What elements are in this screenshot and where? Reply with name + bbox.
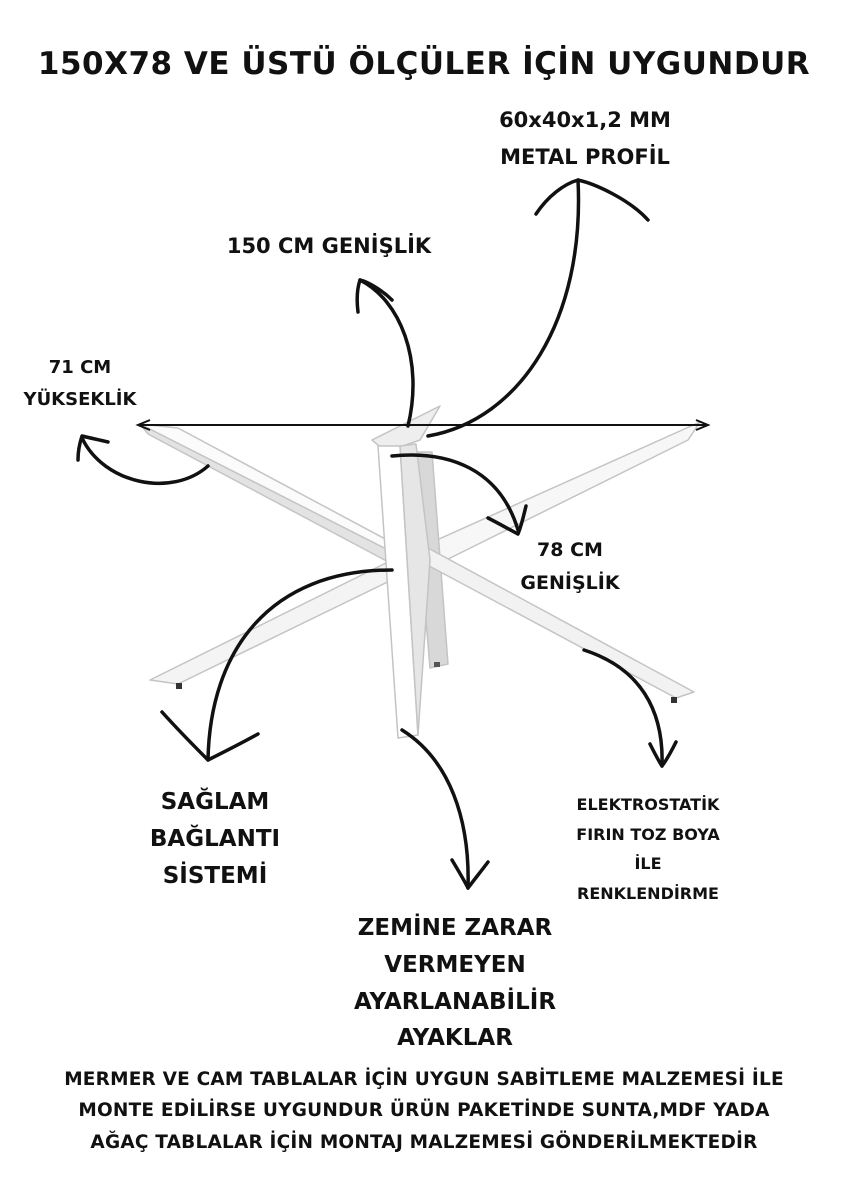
arrow-feet (400, 728, 470, 890)
arrow-71 (80, 436, 210, 486)
width-78-label: 78 CM GENİŞLİK (520, 539, 620, 595)
footer-line: MERMER VE CAM TABLALAR İÇİN UYGUN SABİTL… (64, 1069, 784, 1090)
page-title: 150X78 VE ÜSTÜ ÖLÇÜLER İÇİN UYGUNDUR (37, 46, 811, 82)
spider-table-base (139, 405, 701, 739)
arrowhead-feet (450, 858, 490, 890)
foot-left (176, 683, 182, 689)
leg-front-left (149, 555, 409, 685)
profile-label: 60x40x1,2 MM METAL PROFİL (499, 108, 671, 169)
arrowhead-78 (486, 504, 528, 536)
arrow-profile (426, 178, 581, 438)
arrow-78 (390, 453, 520, 532)
arrowhead-profile (534, 178, 650, 222)
width-dimension-line (135, 419, 711, 431)
width-150-label: 150 CM GENİŞLİK (226, 234, 432, 258)
footer-line: MONTE EDİLİRSE UYGUNDUR ÜRÜN PAKETİNDE S… (78, 1100, 770, 1122)
arrow-connection (206, 568, 394, 762)
paint-label: ELEKTROSTATİK FIRIN TOZ BOYA İLE RENKLEN… (576, 795, 720, 903)
arrowhead-connection (160, 710, 260, 762)
arrow-paint (582, 648, 664, 768)
foot-center (434, 662, 440, 667)
arrowhead-paint (648, 740, 678, 768)
footer-line: AĞAÇ TABLALAR İÇİN MONTAJ MALZEMESİ GÖND… (90, 1131, 758, 1153)
annotation-arrows (76, 178, 678, 890)
leg-back-left-side (139, 423, 401, 567)
arrowhead-71 (76, 434, 110, 462)
leg-center-upright-shade (399, 443, 431, 736)
height-71-label: 71 CM YÜKSEKLİK (23, 357, 137, 410)
foot-right (671, 697, 677, 703)
arrow-150 (358, 278, 415, 428)
connection-label: SAĞLAM BAĞLANTI SİSTEMİ (149, 789, 281, 889)
arrowhead-150 (355, 278, 394, 314)
feet-label: ZEMİNE ZARAR VERMEYEN AYARLANABİLİR AYAK… (353, 915, 557, 1052)
footer-note: MERMER VE CAM TABLALAR İÇİN UYGUN SABİTL… (0, 1064, 848, 1158)
